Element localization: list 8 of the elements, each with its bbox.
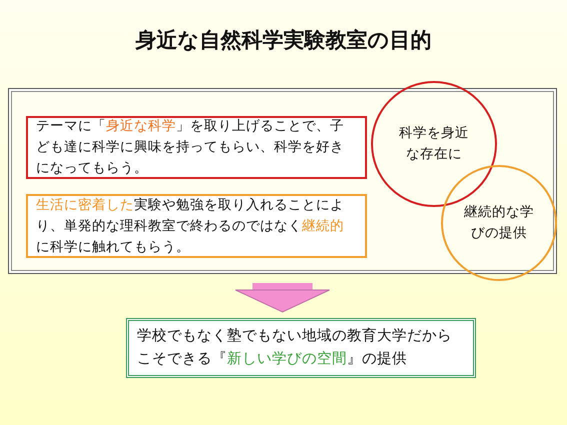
title: 身近な自然科学実験教室の目的 (134, 27, 432, 54)
text-box: 生活に密着した実験や勉強を取り入れることにより、単発的な理科教室で終わるのではなく継続的に科学に触れてもらう。 (26, 194, 367, 258)
result-box: 学校でもなく塾でもない地域の教育大学だからこそできる『新しい学びの空間』の提供 (126, 318, 476, 378)
circle-label: 科学を身近な存在に (398, 124, 470, 164)
circle (441, 165, 557, 281)
text-box: テーマに「身近な科学」を取り上げることで、子ども達に科学に興味を持ってもらい、科学を好きになってもらう。 (26, 116, 367, 179)
block-arrow (235, 283, 330, 312)
circle-label: 継続的な学びの提供 (463, 203, 535, 243)
